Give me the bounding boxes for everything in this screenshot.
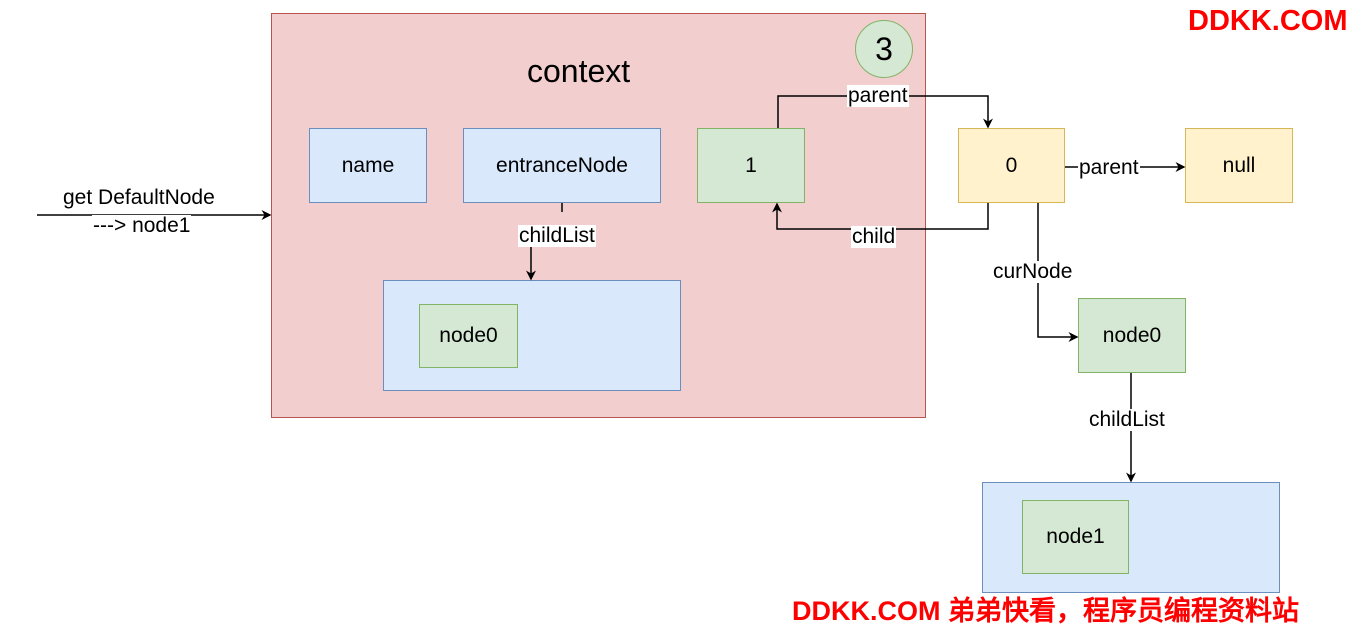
watermark-bottom: DDKK.COM 弟弟快看，程序员编程资料站 (792, 596, 1299, 626)
watermark-top: DDKK.COM (1188, 5, 1348, 37)
outside-node1-box[interactable]: node1 (1022, 500, 1129, 574)
context-child-list-arrow (531, 203, 563, 279)
node-one-box[interactable]: 1 (697, 128, 805, 203)
name-field-box[interactable]: name (309, 128, 427, 203)
child-label: child (851, 225, 897, 248)
entry-label-line1: get DefaultNode (62, 186, 216, 209)
null-box[interactable]: null (1185, 128, 1293, 203)
entry-label-line2: ---> node1 (92, 214, 192, 237)
cur-node-edge (1037, 203, 1079, 342)
node-zero-box[interactable]: 0 (958, 128, 1065, 203)
outside-child-list-label: childList (1088, 408, 1166, 431)
context-node0-box[interactable]: node0 (419, 304, 518, 368)
context-title: context (527, 53, 631, 89)
cur-node-label: curNode (992, 260, 1074, 283)
step-badge: 3 (855, 20, 913, 78)
cur-node-box[interactable]: node0 (1078, 298, 1186, 373)
parent-label-right: parent (1078, 156, 1140, 179)
parent-label-top: parent (847, 84, 909, 107)
entrance-node-box[interactable]: entranceNode (463, 128, 661, 203)
context-child-list-label: childList (518, 224, 596, 247)
